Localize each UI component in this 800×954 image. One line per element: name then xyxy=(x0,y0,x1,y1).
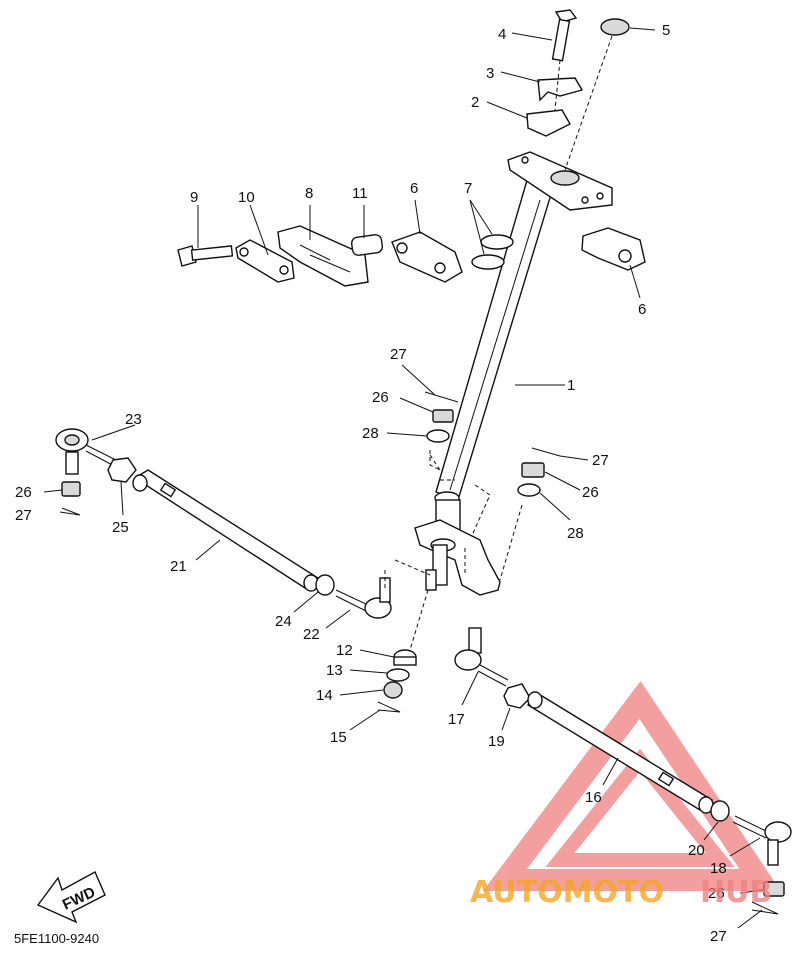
callout-24: 24 xyxy=(275,613,292,630)
callout-26-right: 26 xyxy=(582,484,599,501)
callout-23: 23 xyxy=(125,411,142,428)
right-small-parts xyxy=(424,391,561,581)
callout-22: 22 xyxy=(303,626,320,643)
callout-7: 7 xyxy=(464,180,472,197)
callout-12: 12 xyxy=(336,642,353,659)
callout-27-left: 27 xyxy=(15,507,32,524)
callout-9: 9 xyxy=(190,189,198,206)
callout-28-right: 28 xyxy=(567,525,584,542)
callout-4: 4 xyxy=(498,26,506,43)
fwd-arrow: FWD xyxy=(36,871,106,924)
steering-shaft xyxy=(414,151,613,596)
watermark-logo xyxy=(483,680,781,891)
watermark-text-part1: AUTOMOTO xyxy=(470,875,664,910)
bracket-assembly xyxy=(177,225,646,287)
callout-14: 14 xyxy=(316,687,333,704)
upper-bracket-parts xyxy=(526,9,630,171)
callout-15: 15 xyxy=(330,729,347,746)
callout-28-upper: 28 xyxy=(362,425,379,442)
callout-3: 3 xyxy=(486,65,494,82)
callout-26-bottom: 26 xyxy=(708,885,725,902)
callout-16: 16 xyxy=(585,789,602,806)
callout-26-left: 26 xyxy=(15,484,32,501)
callout-27-right: 27 xyxy=(592,452,609,469)
watermark-text-part2: HUB xyxy=(700,875,772,910)
callout-27-upper: 27 xyxy=(390,346,407,363)
callout-17: 17 xyxy=(448,711,465,728)
callout-26-upper: 26 xyxy=(372,389,389,406)
callout-25: 25 xyxy=(112,519,129,536)
callout-11: 11 xyxy=(352,185,368,202)
callout-8: 8 xyxy=(305,185,313,202)
callout-labels: 1 2 3 4 5 6 6 7 8 9 10 11 12 13 14 15 16… xyxy=(15,22,727,945)
callout-6-left: 6 xyxy=(410,180,418,197)
callout-19: 19 xyxy=(488,733,505,750)
watermark-text: AUTOMOTO HUB xyxy=(470,875,772,910)
callout-6-right: 6 xyxy=(638,301,646,318)
leader-lines xyxy=(43,27,765,929)
callout-18: 18 xyxy=(710,860,727,877)
callout-13: 13 xyxy=(326,662,343,679)
diagram-code: 5FE1100-9240 xyxy=(14,931,99,946)
center-bottom-parts xyxy=(377,589,429,713)
callout-10: 10 xyxy=(238,189,255,206)
callout-1: 1 xyxy=(567,377,575,394)
callout-2: 2 xyxy=(471,94,479,111)
left-tie-rod xyxy=(55,428,431,619)
callout-27-bottom: 27 xyxy=(710,928,727,945)
callout-5: 5 xyxy=(662,22,670,39)
callout-20: 20 xyxy=(688,842,705,859)
right-tie-rod xyxy=(454,627,792,915)
callout-21: 21 xyxy=(170,558,187,575)
